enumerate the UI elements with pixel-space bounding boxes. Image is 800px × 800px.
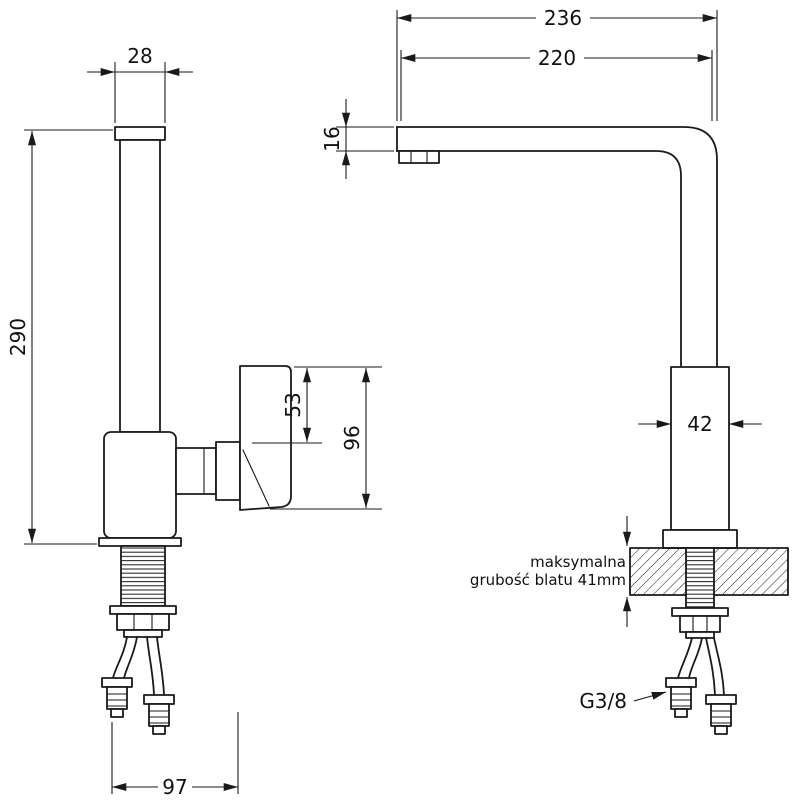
dim-220-label: 220 bbox=[538, 46, 576, 70]
side-view-faucet bbox=[98, 126, 292, 735]
front-view-faucet bbox=[396, 126, 789, 735]
dim-290-label: 290 bbox=[6, 318, 30, 356]
spout-tip-side bbox=[114, 126, 166, 141]
washer-front bbox=[671, 607, 729, 617]
dim-42-label: 42 bbox=[687, 412, 712, 436]
riser-column-side bbox=[119, 139, 161, 433]
handle-joint-side bbox=[175, 447, 217, 495]
countertop-note-line2: grubość blatu 41mm bbox=[470, 571, 626, 589]
dim-97-label: 97 bbox=[162, 775, 187, 799]
hose-connector-side-2 bbox=[143, 694, 175, 705]
hose-connector-side-1 bbox=[101, 677, 133, 688]
handle-lever-side bbox=[239, 365, 292, 511]
faucet-body-front bbox=[670, 366, 730, 531]
countertop-note-line1: maksymalna bbox=[530, 553, 626, 571]
base-flange-front bbox=[662, 529, 738, 549]
dim-53-label: 53 bbox=[281, 392, 305, 417]
dim-96-label: 96 bbox=[340, 425, 364, 450]
mounting-nut-front bbox=[679, 615, 721, 633]
front-view-dimensions: 236 220 16 42 maksymalna grubość blatu 4… bbox=[320, 6, 762, 713]
dim-236-label: 236 bbox=[544, 6, 582, 30]
handle-pivot-side bbox=[215, 441, 241, 501]
side-view-dimensions: 28 290 53 96 97 bbox=[6, 44, 382, 799]
thread-size-label: G3/8 bbox=[579, 689, 627, 713]
spout-inner-edge bbox=[396, 150, 682, 368]
spout-outer-edge bbox=[396, 126, 718, 533]
hose-connector-front-1 bbox=[665, 677, 697, 688]
dim-28-label: 28 bbox=[127, 44, 152, 68]
washer-side bbox=[109, 605, 177, 615]
faucet-body-side bbox=[103, 431, 177, 539]
mounting-nut-side bbox=[116, 613, 170, 631]
hose-connector-front-2 bbox=[705, 694, 737, 705]
aerator-front bbox=[398, 150, 440, 164]
dim-16-label: 16 bbox=[320, 126, 344, 151]
base-flange-side bbox=[98, 537, 182, 547]
